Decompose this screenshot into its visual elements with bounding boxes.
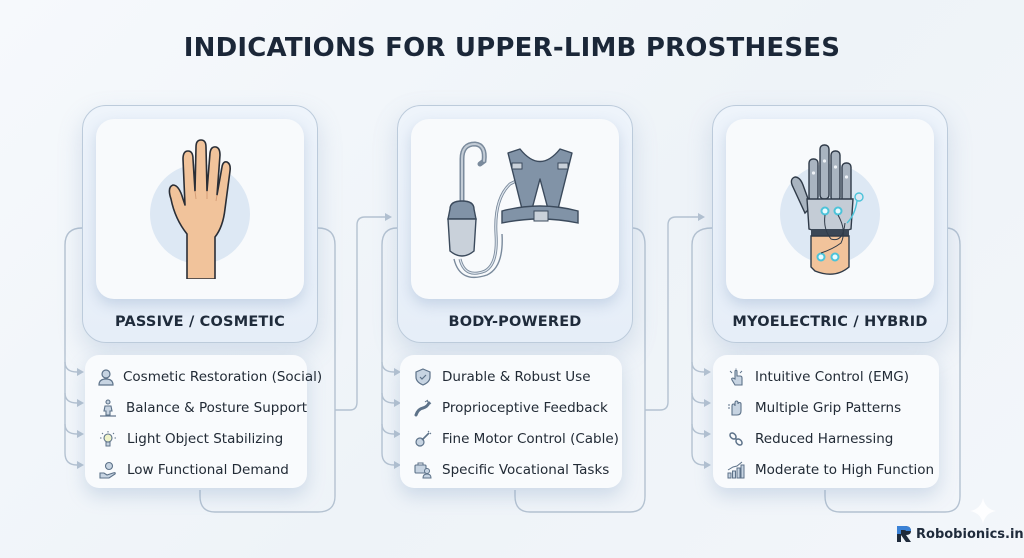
cable-guitar-icon [412,428,434,450]
brand-logo[interactable]: Robobionics.in [896,525,1024,543]
image-card [96,119,304,299]
category-card-passive-cosmetic: PASSIVE / COSMETIC [82,105,318,343]
person-bust-icon [97,366,115,388]
category-label: MYOELECTRIC / HYBRID [732,314,928,330]
standing-figure-icon [97,397,118,419]
shield-check-icon [412,366,434,388]
list-item: Cosmetic Restoration (Social) [97,361,322,392]
indications-list-passive-cosmetic: Cosmetic Restoration (Social) Balance & … [85,355,322,488]
touch-hand-icon [725,366,747,388]
list-item-label: Balance & Posture Support [126,399,307,416]
list-item: Multiple Grip Patterns [725,392,939,423]
list-item: Specific Vocational Tasks [412,454,622,485]
list-item: Intuitive Control (EMG) [725,361,939,392]
list-item-label: Reduced Harnessing [755,430,894,447]
image-card [411,119,619,299]
list-item-label: Fine Motor Control (Cable) [442,430,619,447]
list-item: Balance & Posture Support [97,392,307,423]
list-item: Proprioceptive Feedback [412,392,622,423]
list-item-label: Proprioceptive Feedback [442,399,608,416]
list-item-label: Specific Vocational Tasks [442,461,610,478]
category-label: BODY-POWERED [448,314,582,330]
link-chain-icon [725,428,747,450]
list-item: Low Functional Demand [97,454,307,485]
page-title: INDICATIONS FOR UPPER-LIMB PROSTHESES [183,33,841,63]
toolbox-worker-icon [412,459,434,481]
list-item: Reduced Harnessing [725,423,939,454]
hook-and-harness-icon [447,141,579,279]
category-label: PASSIVE / COSMETIC [115,314,285,330]
indications-list-body-powered: Durable & Robust Use Proprioceptive Feed… [400,355,622,488]
bar-chart-up-icon [725,459,747,481]
category-card-myoelectric-hybrid: MYOELECTRIC / HYBRID [712,105,948,343]
brand-name: Robobionics.in [916,526,1024,542]
list-item: Light Object Stabilizing [97,423,307,454]
indications-list-myoelectric-hybrid: Intuitive Control (EMG) Multiple Grip Pa… [713,355,939,488]
sparkle-icon [970,498,996,524]
grip-hand-icon [725,397,747,419]
list-item: Moderate to High Function [725,454,939,485]
bionic-hand-icon [790,144,864,275]
list-item-label: Low Functional Demand [127,461,289,478]
list-item-label: Cosmetic Restoration (Social) [123,368,323,385]
category-card-body-powered: BODY-POWERED [397,105,633,343]
list-item-label: Intuitive Control (EMG) [755,368,910,385]
image-card [726,119,934,299]
lightbulb-icon [97,428,119,450]
list-item: Durable & Robust Use [412,361,622,392]
list-item-label: Light Object Stabilizing [127,430,284,447]
list-item: Fine Motor Control (Cable) [412,423,622,454]
cosmetic-hand-icon [168,139,231,279]
list-item-label: Durable & Robust Use [442,368,591,385]
robobionics-logo-icon [897,526,911,542]
hand-coin-icon [97,459,119,481]
list-item-label: Multiple Grip Patterns [755,399,902,416]
list-item-label: Moderate to High Function [755,461,935,478]
arm-signal-icon [412,397,434,419]
